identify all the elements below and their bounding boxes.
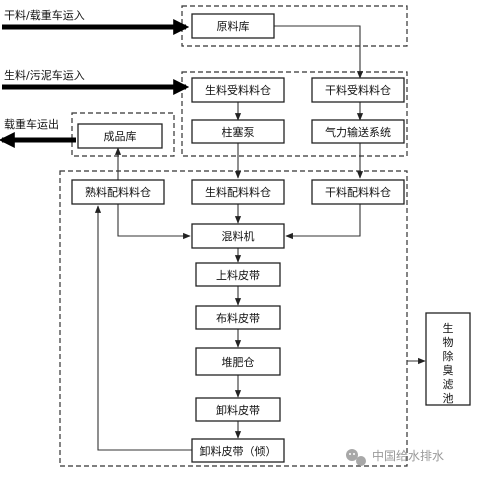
mixer-label: 混料机 bbox=[222, 229, 255, 243]
unload-belt-label: 卸料皮带 bbox=[216, 403, 260, 417]
unload-belt-incline-label: 卸料皮带（倾） bbox=[200, 444, 277, 458]
dry-in-label: 干料/载重车运入 bbox=[4, 8, 85, 22]
plunger-pump-box bbox=[191, 119, 285, 144]
unload-belt-incline-box bbox=[191, 438, 285, 463]
feed-belt-box bbox=[195, 262, 281, 287]
unload-belt-box bbox=[195, 397, 281, 422]
raw-recv-bin-box bbox=[191, 77, 285, 103]
compost-bin-box bbox=[195, 347, 281, 376]
raw-store-label: 原料库 bbox=[217, 19, 250, 33]
dist-belt-label: 布料皮带 bbox=[216, 311, 260, 325]
dry-recv-bin-label: 干料受料料仓 bbox=[325, 83, 391, 97]
compost-bin-label: 堆肥仓 bbox=[222, 355, 255, 369]
biofilter-char-5: 滤 bbox=[443, 378, 454, 391]
biofilter-char-2: 物 bbox=[443, 335, 454, 349]
wechat-icon bbox=[346, 449, 366, 466]
product-store-label: 成品库 bbox=[104, 130, 137, 143]
out-label: 载重车运出 bbox=[4, 117, 59, 131]
dry-recv-bin-box bbox=[311, 77, 405, 103]
biofilter-box bbox=[425, 312, 471, 406]
dry-mix-bin-box bbox=[311, 179, 405, 205]
dist-belt-box bbox=[195, 305, 281, 330]
product-store-box bbox=[77, 123, 163, 149]
incline-belt-to-cooked-bin bbox=[94, 205, 192, 451]
raw-store-group bbox=[181, 5, 408, 47]
raw-in-label: 生料/污泥车运入 bbox=[4, 68, 85, 82]
biofilter-char-4: 臭 bbox=[443, 363, 454, 377]
cooked-bin-to-mixer bbox=[117, 204, 191, 240]
mixer-box bbox=[191, 223, 285, 249]
biofilter-char-1: 生 bbox=[443, 321, 454, 335]
biofilter-char-3: 除 bbox=[443, 349, 454, 363]
raw-store-box bbox=[191, 13, 275, 39]
feed-belt-label: 上料皮带 bbox=[216, 268, 260, 282]
raw-recv-bin-label: 生料受料料仓 bbox=[205, 83, 271, 97]
raw-mix-bin-box bbox=[191, 179, 285, 205]
raw-store-to-dry-recv bbox=[274, 25, 364, 79]
mixing-composting-group bbox=[59, 170, 408, 467]
dry-mix-bin-label: 干料配料料仓 bbox=[325, 185, 391, 199]
cooked-mix-bin-label: 熟料配料料仓 bbox=[85, 185, 151, 199]
pneumatic-system-label: 气力输送系统 bbox=[325, 125, 391, 139]
cooked-mix-bin-box bbox=[71, 179, 165, 205]
plunger-pump-label: 柱塞泵 bbox=[222, 125, 255, 139]
raw-mix-bin-label: 生料配料料仓 bbox=[205, 185, 271, 199]
watermark: 中国给水排水 bbox=[346, 448, 444, 466]
dry-mix-to-mixer bbox=[285, 204, 361, 240]
receiving-group bbox=[181, 71, 408, 157]
product-group bbox=[71, 112, 175, 157]
biofilter-label: 生 物 除 臭 滤 池 bbox=[443, 321, 454, 405]
biofilter-char-6: 池 bbox=[443, 392, 454, 405]
pneumatic-system-box bbox=[311, 119, 405, 144]
watermark-text: 中国给水排水 bbox=[372, 448, 444, 463]
